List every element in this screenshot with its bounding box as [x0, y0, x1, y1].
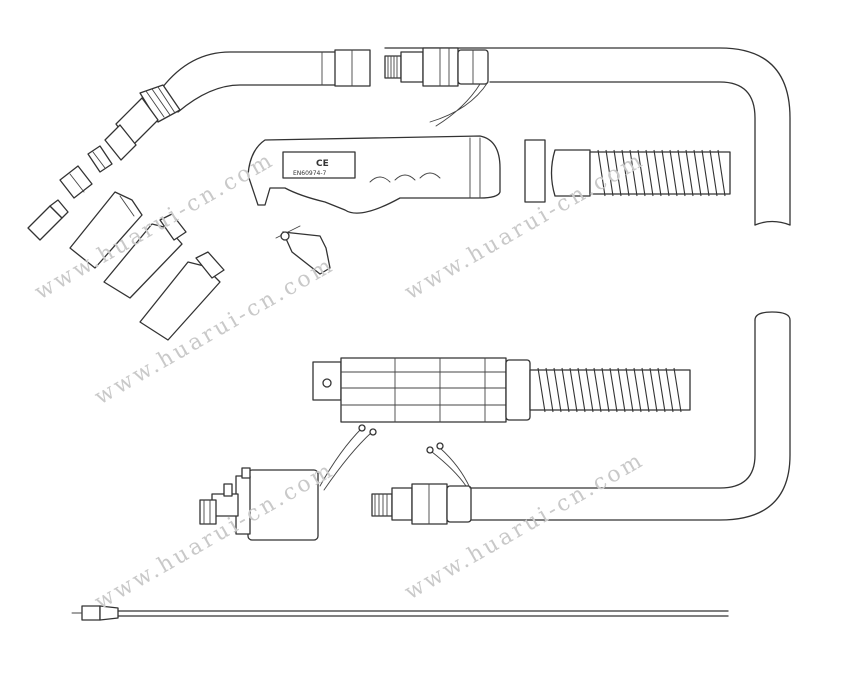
contact-tip: [27, 199, 69, 241]
handle-label-plate: [282, 151, 356, 179]
ce-mark: CE: [316, 159, 329, 169]
trigger: [275, 225, 331, 275]
rear-housing: [312, 357, 507, 423]
upper-control-wire: [429, 81, 489, 127]
lower-control-wire: [431, 447, 471, 489]
nozzle-3: [139, 251, 225, 341]
gas-diffuser: [59, 165, 93, 199]
watermark-4: www.huarui-cn.com: [401, 447, 649, 605]
spring-cover-cap: [550, 149, 591, 197]
nozzle-2: [103, 213, 187, 299]
watermark-1: www.huarui-cn.com: [31, 147, 279, 305]
switch-assembly: [199, 467, 319, 541]
housing-wires: [319, 427, 373, 491]
tip-adapter: [87, 145, 113, 173]
gooseneck-neck: [161, 49, 371, 113]
handle-rear-ring: [524, 139, 546, 203]
spring-guard-lower: [529, 367, 691, 413]
lower-cable: [469, 311, 791, 521]
torch-handle: CE EN60974-7: [247, 135, 501, 214]
lower-cable-connector: [371, 483, 472, 525]
upper-cable: [384, 47, 791, 226]
housing-collar: [505, 359, 531, 421]
handle-part-code: EN60974-7: [293, 170, 327, 177]
upper-cable-connector: [384, 47, 489, 87]
spring-guard-upper: [589, 149, 731, 197]
wire-liner: [71, 605, 729, 621]
nozzle-1: [69, 191, 143, 269]
neck-end-body: [104, 124, 137, 161]
